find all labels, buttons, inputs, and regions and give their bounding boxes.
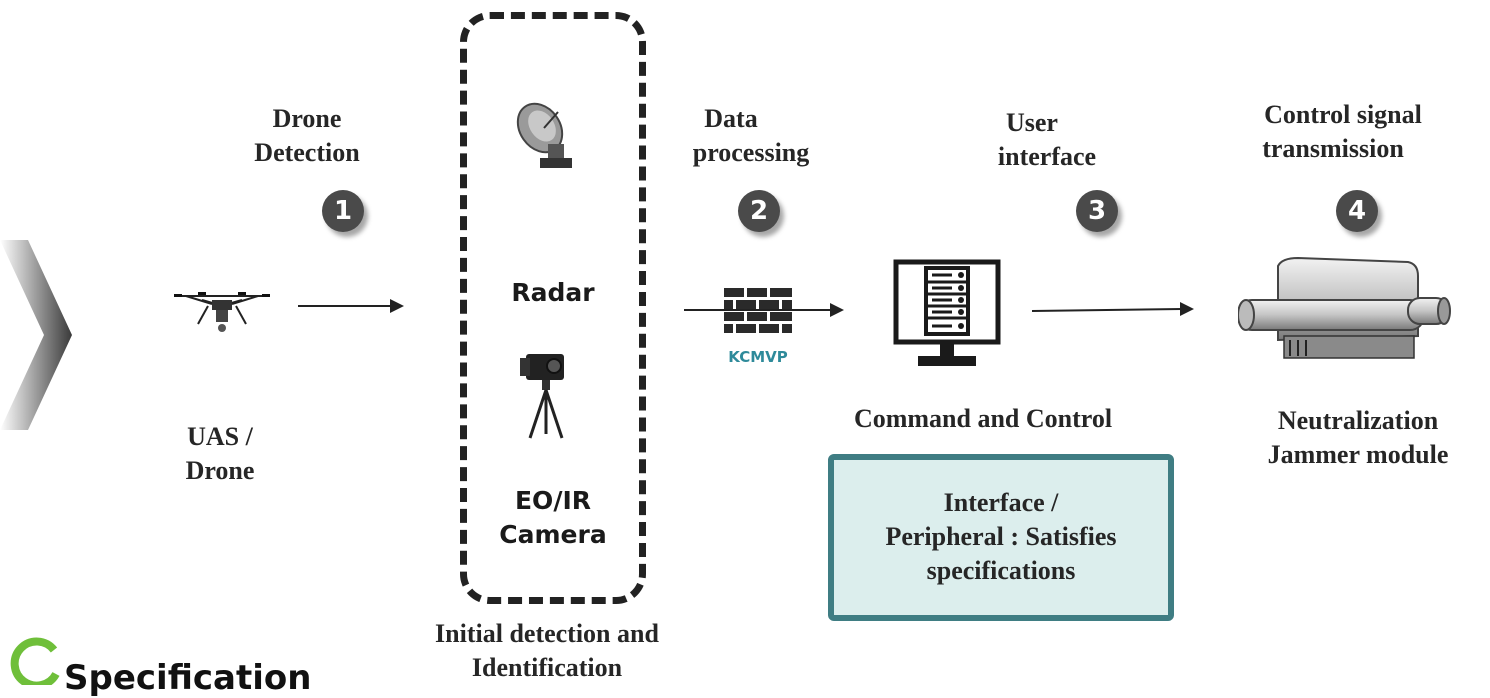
drone-icon (174, 292, 270, 332)
arrow-c2-to-jammer (1032, 302, 1194, 316)
step2-label-line2: processing (692, 138, 810, 167)
step3-label: User interface (972, 106, 1122, 174)
step3-label-line2: interface (997, 142, 1097, 171)
server-monitor-icon (893, 259, 1001, 366)
chevron-arrow-icon (0, 240, 72, 430)
spec-logo-icon (10, 637, 60, 685)
eo-ir-camera-label: EO/IR Camera (468, 484, 638, 552)
eo-ir-camera-icon (520, 354, 564, 439)
spec-box-line3: specifications (926, 556, 1076, 585)
step3-label-line1: User (1006, 108, 1058, 137)
spec-box-text: Interface / Peripheral : Satisfies speci… (834, 486, 1168, 588)
step2-label: Data processing (666, 102, 836, 170)
step1-badge: 1 (322, 190, 364, 232)
step1-label-line2: Detection (254, 138, 360, 167)
footer-title: Specification (64, 658, 312, 698)
arrow-drone-to-sensors (298, 299, 404, 313)
step4-badge: 4 (1336, 190, 1378, 232)
radar-dish-icon (516, 102, 572, 168)
step4-label-line1: Control signal (1264, 100, 1422, 129)
step1-label: Drone Detection (222, 102, 392, 170)
firewall-icon (724, 288, 792, 333)
c2-title: Command and Control (853, 404, 1113, 433)
uas-label-line1: UAS / (187, 422, 253, 451)
sensor-group-caption: Initial detection and Identification (392, 617, 702, 685)
jammer-label-line1: Neutralization (1277, 406, 1439, 435)
spec-box-line2: Peripheral : Satisfies (885, 522, 1117, 551)
jammer-label: Neutralization Jammer module (1226, 404, 1490, 472)
step4-label: Control signal transmission (1228, 98, 1458, 166)
kcmvp-label: KCMVP (728, 348, 788, 366)
uas-label: UAS / Drone (150, 420, 290, 488)
step3-badge: 3 (1076, 190, 1118, 232)
sensor-group-caption-line1: Initial detection and (435, 619, 659, 648)
sensor-group-box (460, 12, 646, 604)
camera-label-line1: EO/IR (514, 486, 591, 515)
sensor-group-caption-line2: Identification (471, 653, 623, 682)
spec-box: Interface / Peripheral : Satisfies speci… (828, 454, 1174, 621)
arrow-sensors-to-c2 (684, 303, 844, 317)
radar-label: Radar (511, 278, 595, 307)
camera-label-line2: Camera (499, 520, 607, 549)
spec-box-line1: Interface / (943, 488, 1059, 517)
step1-label-line1: Drone (272, 104, 342, 133)
step2-badge: 2 (738, 190, 780, 232)
step2-label-line1: Data (704, 104, 758, 133)
jammer-module-icon (1238, 256, 1451, 359)
jammer-label-line2: Jammer module (1267, 440, 1449, 469)
step4-label-line2: transmission (1262, 134, 1404, 163)
uas-label-line2: Drone (185, 456, 255, 485)
